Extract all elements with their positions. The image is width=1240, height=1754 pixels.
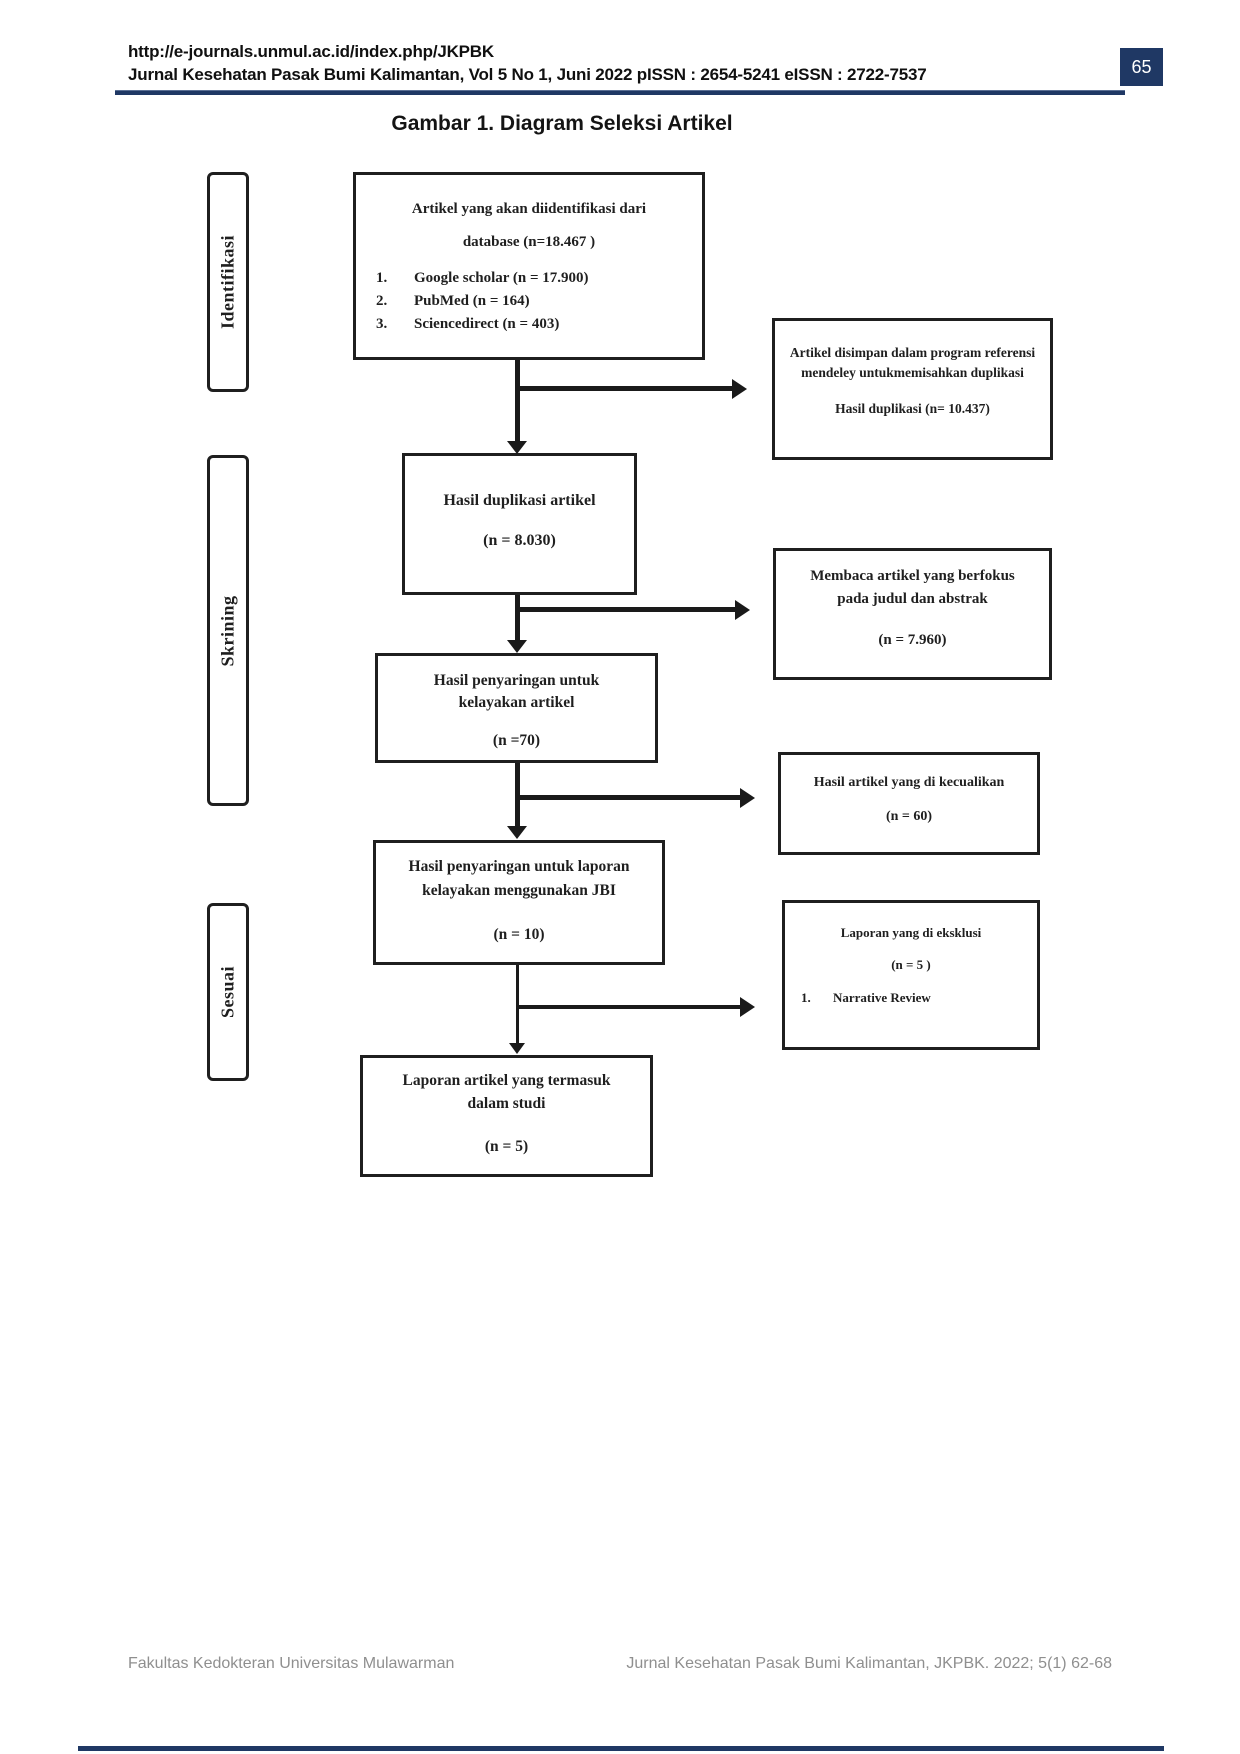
- footer-faculty: Fakultas Kedokteran Universitas Mulawarm…: [128, 1655, 455, 1672]
- arrow-right-icon: [740, 997, 755, 1017]
- flow-box-identified-articles: Artikel yang akan diidentifikasi dari da…: [353, 172, 705, 360]
- arrow-down-icon: [507, 640, 527, 653]
- box-count: (n = 8.030): [483, 532, 556, 549]
- list-number: 1.: [801, 990, 811, 1005]
- connector-line: [515, 360, 520, 443]
- footer-divider: [78, 1746, 1164, 1751]
- list-number: 1.: [376, 270, 388, 286]
- stage-label-identifikasi: Identifikasi: [217, 234, 238, 330]
- box-count: Hasil duplikasi (n= 10.437): [835, 401, 990, 416]
- stage-label-skrining: Skrining: [217, 594, 238, 667]
- box-text: Artikel yang akan diidentifikasi dari: [411, 201, 647, 217]
- box-count: (n = 7.960): [878, 632, 947, 648]
- arrow-right-icon: [732, 379, 747, 399]
- box-count: (n = 60): [885, 809, 933, 824]
- side-box-excluded-reports: Laporan yang di eksklusi (n = 5 ) 1. Nar…: [782, 900, 1040, 1050]
- box-count: (n = 5 ): [891, 957, 931, 972]
- flow-box-eligibility-jbi: Hasil penyaringan untuk laporan kelayaka…: [373, 840, 665, 965]
- box-text: mendeley untukmemisahkan duplikasi: [801, 365, 1024, 380]
- arrow-down-icon: [509, 1043, 525, 1054]
- list-item: 2. PubMed (n = 164): [376, 291, 702, 312]
- list-item: 1. Google scholar (n = 17.900): [376, 268, 702, 289]
- figure-title: Gambar 1. Diagram Seleksi Artikel: [391, 112, 733, 135]
- side-box-mendeley-dedup: Artikel disimpan dalam program referensi…: [772, 318, 1053, 460]
- connector-line: [517, 795, 740, 800]
- list-text: Sciencedirect (n = 403): [414, 316, 560, 332]
- box-text: Hasil duplikasi artikel: [443, 492, 596, 509]
- page-number: 65: [1131, 56, 1152, 77]
- box-count: (n =70): [492, 732, 541, 749]
- journal-url: http://e-journals.unmul.ac.id/index.php/…: [128, 42, 494, 61]
- flow-box-screening-result: Hasil penyaringan untuk kelayakan artike…: [375, 653, 658, 763]
- box-count: (n = 10): [493, 926, 545, 943]
- box-text: Laporan yang di eksklusi: [840, 925, 982, 940]
- list-text: Narrative Review: [833, 990, 931, 1005]
- exclusion-reason-list: 1. Narrative Review: [785, 987, 1037, 1008]
- list-text: Google scholar (n = 17.900): [414, 270, 589, 286]
- stage-box-skrining: Skrining: [207, 455, 249, 806]
- box-text: database (n=18.467 ): [462, 234, 596, 250]
- box-text: Artikel disimpan dalam program referensi: [789, 345, 1036, 360]
- list-number: 2.: [376, 293, 388, 309]
- database-list: 1. Google scholar (n = 17.900) 2. PubMed…: [356, 268, 702, 335]
- connector-line: [517, 607, 735, 612]
- side-box-excluded-articles: Hasil artikel yang di kecualikan (n = 60…: [778, 752, 1040, 855]
- side-box-title-abstract: Membaca artikel yang berfokus pada judul…: [773, 548, 1052, 680]
- footer-citation: Jurnal Kesehatan Pasak Bumi Kalimantan, …: [626, 1655, 1112, 1672]
- arrow-right-icon: [735, 600, 750, 620]
- box-text: Hasil artikel yang di kecualikan: [813, 775, 1005, 790]
- box-text: pada judul dan abstrak: [837, 591, 988, 607]
- arrow-down-icon: [507, 826, 527, 839]
- stage-box-identifikasi: Identifikasi: [207, 172, 249, 392]
- page-number-badge: 65: [1120, 48, 1163, 86]
- list-text: PubMed (n = 164): [414, 293, 530, 309]
- journal-citation-line: Jurnal Kesehatan Pasak Bumi Kalimantan, …: [128, 65, 927, 84]
- stage-label-sesuai: Sesuai: [217, 965, 238, 1019]
- flow-box-duplicates-result: Hasil duplikasi artikel (n = 8.030): [402, 453, 637, 595]
- box-text: Hasil penyaringan untuk: [433, 672, 600, 689]
- list-number: 3.: [376, 316, 388, 332]
- box-text: Laporan artikel yang termasuk: [402, 1072, 611, 1089]
- box-text: kelayakan menggunakan JBI: [422, 882, 616, 899]
- arrow-right-icon: [740, 788, 755, 808]
- list-item: 1. Narrative Review: [801, 987, 1037, 1008]
- stage-box-sesuai: Sesuai: [207, 903, 249, 1081]
- connector-line: [517, 386, 732, 391]
- connector-line: [515, 595, 520, 642]
- box-text: dalam studi: [467, 1095, 546, 1112]
- flow-box-included-studies: Laporan artikel yang termasuk dalam stud…: [360, 1055, 653, 1177]
- box-text: Hasil penyaringan untuk laporan: [408, 858, 630, 875]
- box-text: kelayakan artikel: [458, 694, 575, 711]
- arrow-down-icon: [507, 441, 527, 454]
- box-text: Membaca artikel yang berfokus: [810, 568, 1015, 584]
- header-divider: [115, 90, 1125, 95]
- list-item: 3. Sciencedirect (n = 403): [376, 314, 702, 335]
- connector-line: [517, 1005, 740, 1009]
- box-count: (n = 5): [484, 1138, 529, 1155]
